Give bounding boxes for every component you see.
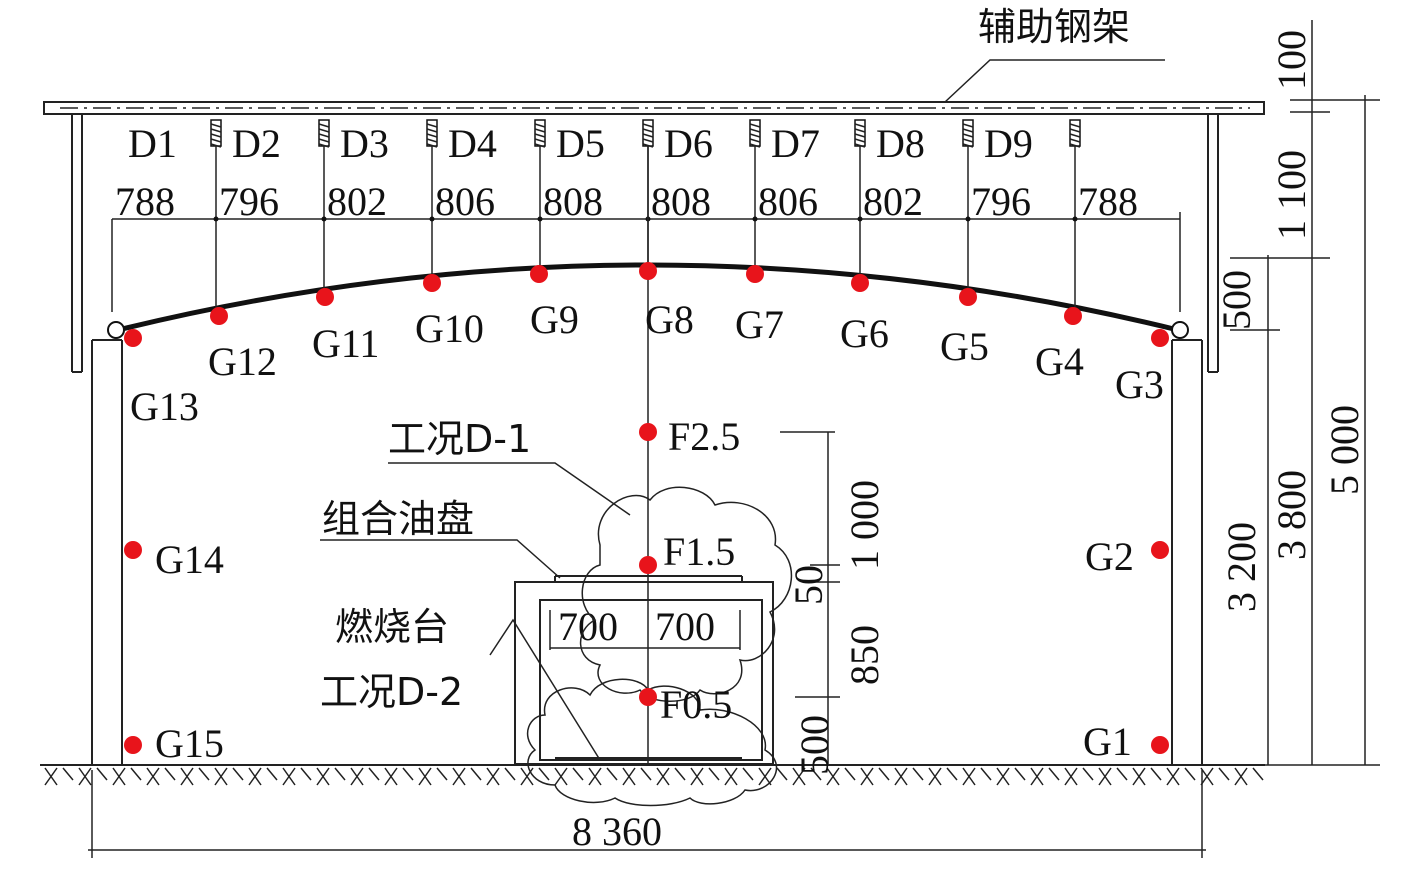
dim-850: 850 bbox=[842, 625, 887, 685]
deflection-value-d7: 806 bbox=[758, 179, 818, 224]
dim-700-right: 700 bbox=[655, 604, 715, 649]
sensor-g12 bbox=[210, 307, 228, 325]
title-label: 辅助钢架 bbox=[978, 5, 1130, 49]
sensor-label-g13: G13 bbox=[130, 384, 199, 429]
auxiliary-steel-frame bbox=[43, 101, 1265, 373]
label-case-d1: 工况D-1 bbox=[388, 417, 531, 461]
label-burner: 燃烧台 bbox=[335, 605, 449, 649]
label-oil-pan: 组合油盘 bbox=[322, 497, 474, 541]
dim-1000: 1 000 bbox=[842, 480, 887, 570]
sensor-g2 bbox=[1151, 541, 1169, 559]
sensor-g4 bbox=[1064, 307, 1082, 325]
deflection-id-d8: D8 bbox=[876, 121, 925, 166]
sensor-label-g11: G11 bbox=[312, 321, 379, 366]
sensor-label-g9: G9 bbox=[530, 297, 579, 342]
deflection-id-d5: D5 bbox=[556, 121, 605, 166]
flame-cloud-d2 bbox=[526, 678, 778, 807]
deflection-id-d7: D7 bbox=[771, 121, 820, 166]
deflection-value-d2: 796 bbox=[219, 179, 279, 224]
sensor-f0-5 bbox=[639, 688, 657, 706]
sensor-label-g14: G14 bbox=[155, 537, 224, 582]
dim-500-arch: 500 bbox=[1214, 270, 1259, 330]
dim-5000: 5 000 bbox=[1322, 405, 1367, 495]
sensor-g8 bbox=[639, 262, 657, 280]
dim-width: 8 360 bbox=[572, 809, 662, 854]
deflection-value-d6: 808 bbox=[651, 179, 711, 224]
sensor-g10 bbox=[423, 274, 441, 292]
sensor-label-g7: G7 bbox=[735, 302, 784, 347]
deflection-value-d1: 788 bbox=[115, 179, 175, 224]
sensor-label-g8: G8 bbox=[645, 297, 694, 342]
dim-3800: 3 800 bbox=[1269, 470, 1314, 560]
sensor-g13 bbox=[124, 329, 142, 347]
sensor-f2-5 bbox=[639, 423, 657, 441]
sensor-g6 bbox=[851, 274, 869, 292]
deflection-value-d4: 806 bbox=[435, 179, 495, 224]
deflection-id-d4: D4 bbox=[448, 121, 497, 166]
sensor-label-g3: G3 bbox=[1115, 362, 1164, 407]
sensor-label-g10: G10 bbox=[415, 306, 484, 351]
deflection-id-d2: D2 bbox=[232, 121, 281, 166]
deflection-value-d10: 788 bbox=[1078, 179, 1138, 224]
label-case-d2: 工况D-2 bbox=[320, 670, 463, 714]
deflection-value-d8: 802 bbox=[863, 179, 923, 224]
deflection-id-d1: D1 bbox=[128, 121, 177, 166]
sensor-g5 bbox=[959, 288, 977, 306]
sensor-label-g2: G2 bbox=[1085, 534, 1134, 579]
dim-100: 100 bbox=[1269, 30, 1314, 90]
sensor-label-g15: G15 bbox=[155, 721, 224, 766]
ground bbox=[40, 764, 1265, 786]
dim-700-left: 700 bbox=[558, 604, 618, 649]
walls bbox=[91, 339, 1203, 765]
sensor-f1-5 bbox=[639, 556, 657, 574]
deflection-value-d9: 796 bbox=[971, 179, 1031, 224]
deflection-labels: D1 788 D2 796 D3 802 D4 806 D5 808 D6 808 D7 806 D8 802… bbox=[115, 121, 1138, 224]
deflection-id-d3: D3 bbox=[340, 121, 389, 166]
deflection-value-d5: 808 bbox=[543, 179, 603, 224]
dimension-lines: 8 360 100 1 100 500 5 000 3 800 3 200 1 … bbox=[88, 20, 1380, 858]
burner: 700 700 bbox=[514, 575, 774, 765]
dim-1100: 1 100 bbox=[1269, 150, 1314, 240]
deflection-id-d9: D9 bbox=[984, 121, 1033, 166]
sensor-g7 bbox=[746, 265, 764, 283]
sensor-g14 bbox=[124, 541, 142, 559]
sensor-g9 bbox=[530, 265, 548, 283]
flame-cloud-d1 bbox=[579, 486, 792, 702]
sensor-label-g6: G6 bbox=[840, 311, 889, 356]
sensor-label-f0-5: F0.5 bbox=[660, 682, 732, 727]
dim-50: 50 bbox=[786, 565, 831, 605]
sensor-label-g1: G1 bbox=[1083, 719, 1132, 764]
deflection-value-d3: 802 bbox=[327, 179, 387, 224]
leaders: 工况D-1 组合油盘 燃烧台 工况D-2 bbox=[320, 417, 631, 761]
title-leader: 辅助钢架 bbox=[944, 5, 1165, 103]
dim-500-bottom: 500 bbox=[792, 715, 837, 775]
sensor-g15 bbox=[124, 736, 142, 754]
sensor-label-g4: G4 bbox=[1035, 339, 1084, 384]
sensor-label-g5: G5 bbox=[940, 324, 989, 369]
sensor-g1 bbox=[1151, 736, 1169, 754]
sensor-g3 bbox=[1151, 329, 1169, 347]
dim-3200: 3 200 bbox=[1219, 522, 1264, 612]
sensor-g11 bbox=[316, 288, 334, 306]
sensor-label-f1-5: F1.5 bbox=[663, 529, 735, 574]
deflection-id-d6: D6 bbox=[664, 121, 713, 166]
sensor-label-g12: G12 bbox=[208, 339, 277, 384]
sensor-label-f2-5: F2.5 bbox=[668, 414, 740, 459]
